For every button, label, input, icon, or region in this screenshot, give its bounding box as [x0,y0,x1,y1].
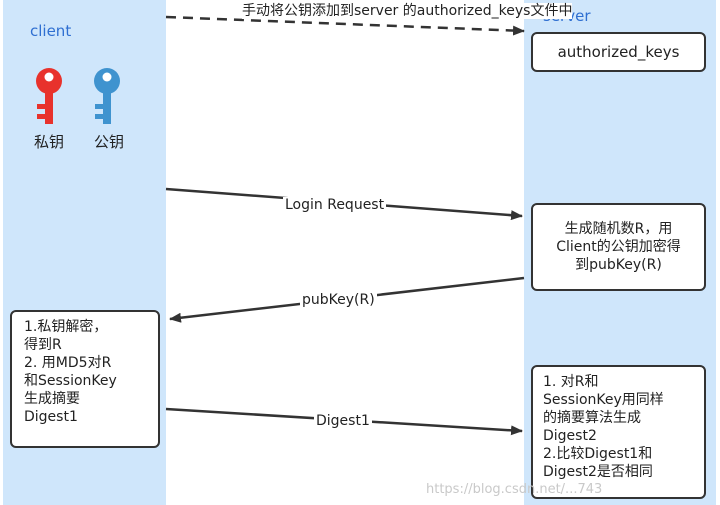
compare-digest-line: 的摘要算法生成 [543,410,641,426]
watermark: https://blog.csdn.net/...743 [426,482,603,497]
private-key-icon [36,68,62,124]
public-key-label: 公钥 [94,133,125,151]
generate-random-line: Client的公钥加密得 [556,239,681,255]
add-key-label: 手动将公钥添加到server 的authorized_keys文件中 [240,3,574,20]
client-decrypt-line: 生成摘要 [24,391,80,407]
client-decrypt-line: 得到R [24,337,62,353]
generate-random-line: 生成随机数R，用 [564,221,673,237]
compare-digest-line: 1. 对R和 [543,374,599,390]
compare-digest-line: 2.比较Digest1和 [543,446,653,462]
compare-digest-line: Digest2是否相同 [543,464,653,480]
public-key-icon [94,68,120,124]
client-decrypt-line: 和SessionKey [24,373,117,389]
authorized-keys-label: authorized_keys [557,43,680,61]
compare-digest-box: 1. 对R和 SessionKey用同样 的摘要算法生成 Digest2 2.比… [531,365,706,499]
compare-digest-line: SessionKey用同样 [543,392,664,408]
client-decrypt-line: Digest1 [24,409,78,425]
compare-digest-line: Digest2 [543,428,597,444]
login-request-label: Login Request [283,197,387,214]
private-key-label: 私钥 [34,133,65,151]
client-title: client [30,22,72,40]
add-key-arrow [165,15,525,36]
generate-random-line: 到pubKey(R) [575,257,662,273]
digest1-label: Digest1 [314,413,372,430]
authorized-keys-box: authorized_keys [531,32,706,72]
pubkey-label: pubKey(R) [300,292,377,309]
add-key-label-line: 的authorized_keys文件中 [402,3,573,19]
generate-random-box: 生成随机数R，用 Client的公钥加密得 到pubKey(R) [531,203,706,291]
add-key-label-line: 手动将公钥添加到server [242,3,399,19]
client-decrypt-line: 1.私钥解密， [24,319,108,335]
client-decrypt-line: 2. 用MD5对R [24,355,112,371]
client-decrypt-box: 1.私钥解密， 得到R 2. 用MD5对R 和SessionKey 生成摘要 D… [10,310,160,448]
